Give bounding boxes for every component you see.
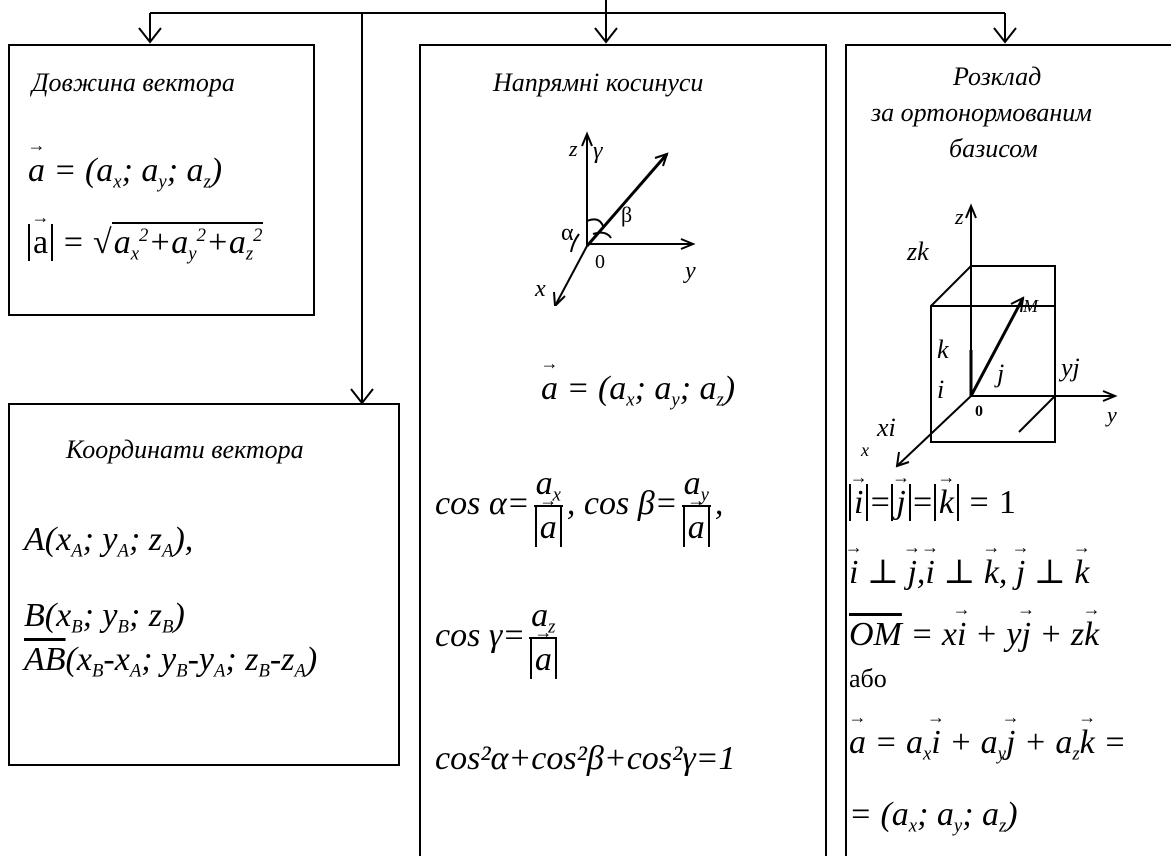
vector-components-formula: a = (ax; ay; az) bbox=[28, 153, 222, 192]
vector-coordinates-title: Координати вектора bbox=[66, 435, 304, 464]
vector-length-box: Довжина вектора a = (ax; ay; az) a = √ax… bbox=[8, 44, 315, 316]
vector-components-formula-2: a = (ax; ay; az) bbox=[541, 371, 735, 410]
unit-length-formula: i=j=k = 1 bbox=[849, 484, 1016, 521]
orthonormal-basis-box: Розклад за ортонормованим базисом z zk M bbox=[845, 44, 1171, 856]
y-arrow-head bbox=[680, 238, 696, 250]
direction-cosines-title: Напрямні косинуси bbox=[493, 68, 704, 97]
label-x: x bbox=[534, 276, 546, 302]
label-origin: 0 bbox=[595, 251, 605, 273]
x-arrow-head bbox=[553, 291, 566, 306]
vector-length-title: Довжина вектора bbox=[32, 68, 235, 97]
cos-gamma-formula: cos γ=aza bbox=[435, 598, 561, 679]
vector-basis-expansion: a = axi + ayj + azk = bbox=[849, 725, 1126, 764]
vector-coordinates-box: Координати вектора A(xA; yA; zA), B(xB; … bbox=[8, 403, 400, 766]
basis-title-line-3: базисом bbox=[949, 134, 1038, 163]
label-k: k bbox=[937, 335, 949, 364]
cosines-identity: cos²α+cos²β+cos²γ=1 bbox=[435, 740, 736, 777]
cos-alpha-beta-formula: cos α=axa, cos β=aya, bbox=[435, 466, 723, 547]
vector-ab-formula: AB(xB-xA; yB-yA; zB-zA) bbox=[24, 641, 318, 682]
label-beta: β bbox=[621, 202, 632, 227]
z-arrow-head bbox=[581, 131, 593, 147]
point-a-formula: A(xA; yA; zA), bbox=[24, 521, 194, 562]
point-b-formula: B(xB; yB; zB) bbox=[24, 597, 185, 638]
label-yj: yj bbox=[1058, 353, 1080, 382]
label-zk: zk bbox=[906, 237, 929, 266]
label-z-axis: z bbox=[954, 204, 964, 229]
label-y: y bbox=[683, 258, 696, 284]
direction-angles-figure: z γ β α 0 x y bbox=[534, 131, 696, 306]
om-expansion-formula: OM = xi + yj + zk bbox=[849, 618, 1099, 652]
or-word: або bbox=[849, 664, 887, 693]
vector-length-formula: a = √ax2+ay2+az2 bbox=[28, 222, 263, 264]
perpendicular-formula: i ⊥ j,i ⊥ k, j ⊥ k bbox=[849, 556, 1089, 590]
vector-coords-result: = (ax; ay; az) bbox=[849, 796, 1018, 837]
label-z: z bbox=[568, 136, 578, 161]
angle-arcs bbox=[570, 218, 612, 253]
label-origin-basis: 0 bbox=[975, 403, 983, 420]
vector-a-line bbox=[585, 153, 669, 247]
direction-cosines-box: Напрямні косинуси z γ β α 0 x y a = (ax;… bbox=[419, 44, 827, 856]
basis-title-line-2: за ортонормованим bbox=[871, 98, 1092, 127]
label-y-axis: y bbox=[1105, 402, 1117, 427]
vector-a-arrow bbox=[654, 152, 669, 167]
label-i: i bbox=[937, 375, 944, 404]
label-alpha: α bbox=[561, 220, 574, 246]
label-j: j bbox=[994, 359, 1004, 388]
label-xi: xi bbox=[876, 413, 896, 442]
basis-cube-figure: z zk M k j yj i 0 xi x y bbox=[860, 203, 1118, 468]
label-gamma: γ bbox=[593, 138, 603, 164]
label-M: M bbox=[1022, 296, 1039, 316]
label-x-axis: x bbox=[860, 440, 869, 460]
basis-title-line-1: Розклад bbox=[953, 62, 1042, 91]
x-axis bbox=[554, 245, 588, 306]
